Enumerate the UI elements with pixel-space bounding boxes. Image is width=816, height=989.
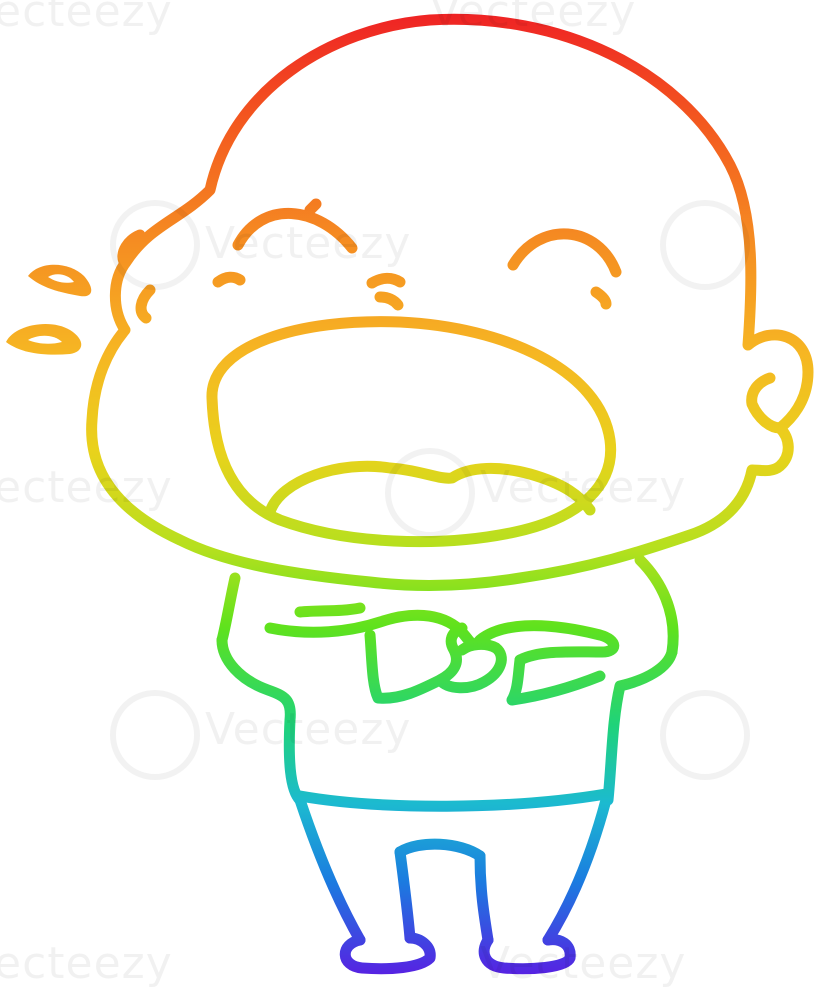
- arm-upper: [264, 609, 620, 666]
- right-eye-crease: [590, 286, 612, 310]
- arm-lower: [506, 654, 606, 706]
- elbow-line: [294, 602, 366, 618]
- tongue: [264, 460, 596, 518]
- neck-right: [634, 554, 679, 658]
- left-eye: [232, 207, 358, 254]
- torso-right: [602, 646, 678, 806]
- left-eye-crease: [212, 271, 246, 288]
- foot-right: [478, 934, 576, 975]
- crotch: [394, 838, 486, 862]
- leg-inner-left: [394, 846, 416, 944]
- mouth-outer: [206, 316, 617, 548]
- hand: [434, 638, 507, 694]
- right-eye: [507, 228, 622, 278]
- leg-left: [294, 794, 366, 946]
- cheek-crease: [117, 229, 156, 324]
- torso-left: [216, 634, 306, 806]
- foot-left: [339, 932, 436, 975]
- chin: [216, 572, 241, 646]
- leg-right: [542, 794, 612, 946]
- nose-crease: [366, 272, 406, 311]
- leg-inner-right: [474, 850, 494, 946]
- tear-drop-1-hole: [48, 274, 74, 283]
- tear-drop-2-hole: [28, 335, 62, 344]
- waistband: [294, 788, 612, 812]
- head-outline: [86, 13, 814, 591]
- ear-detail: [746, 372, 786, 434]
- left-eye-lash: [304, 198, 322, 216]
